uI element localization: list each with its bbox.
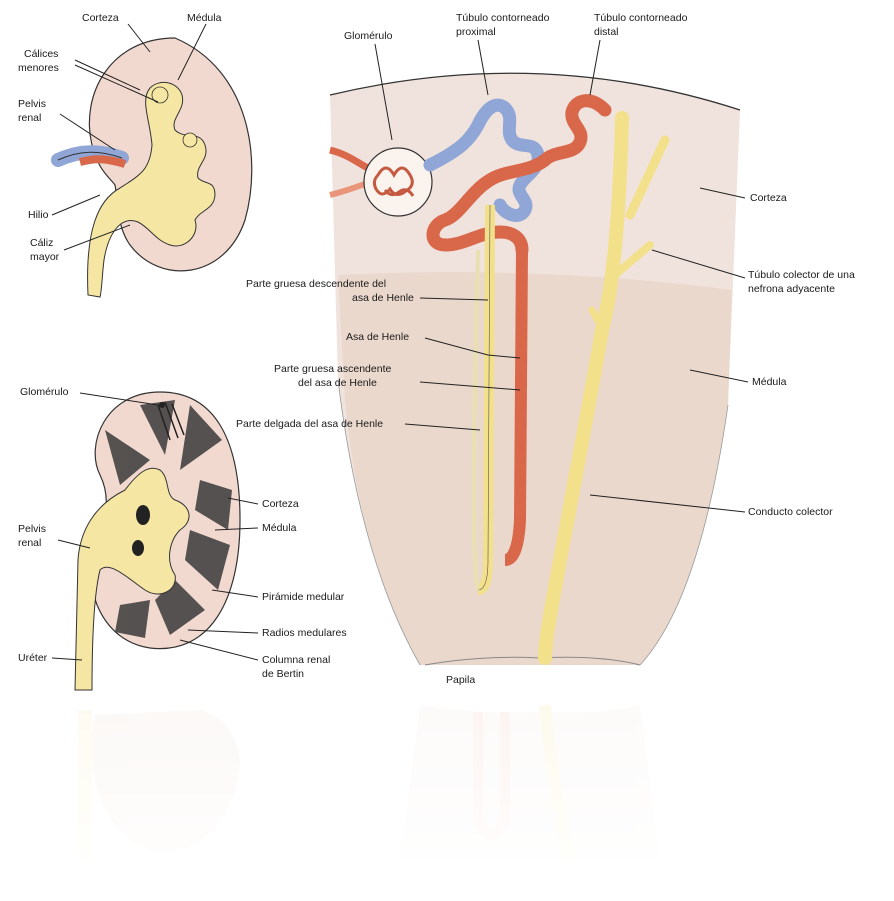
label-corteza-nephron: Corteza [750, 192, 787, 204]
label-medula-top: Médula [187, 12, 222, 24]
label-corteza-top: Corteza [82, 12, 119, 24]
label-piramide-medular: Pirámide medular [262, 591, 345, 603]
reflection-fade [0, 695, 894, 901]
label-tubulo-colector-2: nefrona adyacente [748, 283, 835, 295]
label-calices-menores-2: menores [18, 62, 59, 74]
label-gruesa-ascendente-2: del asa de Henle [298, 377, 377, 389]
label-caliz-mayor-2: mayor [30, 251, 60, 263]
label-tubulo-distal-1: Túbulo contorneado [594, 12, 688, 24]
label-tubulo-proximal-1: Túbulo contorneado [456, 12, 550, 24]
label-columna-renal-2: de Bertin [262, 668, 304, 680]
label-columna-renal-1: Columna renal [262, 654, 330, 666]
nephron-illustration [330, 73, 740, 665]
label-corteza-bottom: Corteza [262, 498, 299, 510]
bottom-kidney-illustration [75, 392, 240, 690]
label-gruesa-descendente-2: asa de Henle [352, 292, 414, 304]
label-hilio: Hilio [28, 209, 49, 221]
label-ureter: Uréter [18, 652, 48, 664]
label-caliz-mayor-1: Cáliz [30, 237, 53, 249]
label-tubulo-distal-2: distal [594, 26, 619, 38]
label-gruesa-descendente-1: Parte gruesa descendente del [246, 278, 386, 290]
label-papila: Papila [446, 674, 475, 686]
label-calices-menores-1: Cálices [24, 48, 58, 60]
label-glomerulo: Glomérulo [344, 30, 393, 42]
label-medula-nephron: Médula [752, 376, 787, 388]
label-radios-medulares: Radios medulares [262, 627, 347, 639]
label-medula-bottom: Médula [262, 522, 297, 534]
label-conducto-colector: Conducto colector [748, 506, 833, 518]
label-pelvis-renal-top-1: Pelvis [18, 98, 46, 110]
label-pelvis-renal-top-2: renal [18, 112, 41, 124]
label-tubulo-proximal-2: proximal [456, 26, 496, 38]
label-pelvis-renal-bottom-2: renal [18, 537, 41, 549]
label-glomerulo-bottom: Glomérulo [20, 386, 69, 398]
label-parte-delgada: Parte delgada del asa de Henle [236, 418, 383, 430]
label-gruesa-ascendente-1: Parte gruesa ascendente [274, 363, 391, 375]
label-pelvis-renal-bottom-1: Pelvis [18, 523, 46, 535]
label-tubulo-colector-1: Túbulo colector de una [748, 269, 855, 281]
label-asa-henle: Asa de Henle [346, 331, 409, 343]
top-kidney-illustration [58, 38, 252, 297]
